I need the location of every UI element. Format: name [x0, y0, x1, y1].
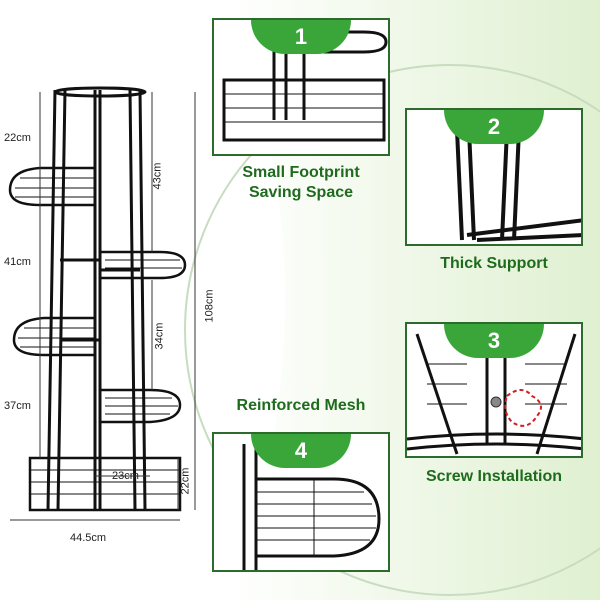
dim-middle-span: 34cm — [153, 322, 166, 350]
panel-4-caption: Reinforced Mesh — [212, 396, 390, 416]
panel-2-number-badge: 2 — [444, 110, 544, 144]
dim-tier2: 41cm — [4, 256, 31, 268]
panel-4-caption-line1: Reinforced Mesh — [236, 397, 366, 414]
dim-upper-span: 43cm — [151, 162, 164, 190]
panel-3-screw-image — [407, 333, 581, 455]
dim-tier3: 37cm — [4, 400, 31, 412]
panel-4-number-badge: 4 — [251, 434, 351, 468]
dim-total-width: 44.5cm — [70, 532, 107, 544]
panel-3-caption-line1: Screw Installation — [425, 468, 563, 485]
panel-2-caption-line1: Thick Support — [440, 255, 548, 272]
detail-panel-1: 1 — [212, 18, 390, 156]
panel-1-caption-line1: Small Footprint — [242, 164, 360, 181]
detail-panel-3: 3 — [405, 322, 583, 458]
dim-inner-width: 23cm — [112, 470, 139, 482]
detail-panel-4: 4 — [212, 432, 390, 572]
panel-2-caption: Thick Support — [405, 254, 583, 274]
panel-1-caption-line2: Saving Space — [248, 184, 354, 201]
panel-1-base-image — [222, 30, 388, 142]
panel-4-mesh-image — [242, 444, 381, 570]
panel-2-support-image — [455, 129, 581, 242]
panel-3-number-badge: 3 — [444, 324, 544, 358]
panel-1-caption: Small Footprint Saving Space — [212, 163, 390, 203]
detail-panel-2: 2 — [405, 108, 583, 246]
panel-1-number-badge: 1 — [251, 20, 351, 54]
dim-base-height: 22cm — [179, 467, 192, 495]
panel-3-caption: Screw Installation — [405, 467, 583, 487]
dim-total-height: 108cm — [203, 289, 216, 323]
dim-tier1: 22cm — [4, 132, 31, 144]
